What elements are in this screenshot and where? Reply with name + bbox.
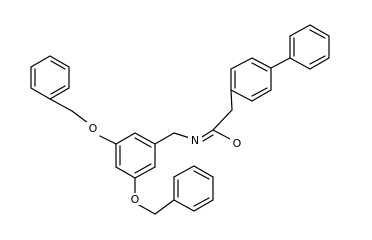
carbonyl-oxygen-bg [230, 137, 244, 149]
carbonyl-oxygen-label: O [233, 137, 242, 150]
benzyl-ring-bottom-right [173, 165, 214, 212]
amide-chain [154, 89, 233, 145]
biphenyl-outer-ring [270, 24, 330, 70]
benzyloxy-linker-lower [134, 177, 175, 215]
ether-oxygen-lower-label: O [131, 193, 140, 206]
amide-nitrogen-label: N [191, 134, 199, 147]
central-ring [115, 132, 156, 179]
ether-oxygen-upper-bg [86, 122, 100, 134]
ether-oxygen-lower-bg [128, 193, 142, 205]
benzyl-ring-top-left [30, 55, 70, 100]
amide-nitrogen-bg [188, 134, 202, 146]
benzyloxy-linker-upper [49, 98, 117, 145]
molecule-diagram: N O O O [30, 24, 330, 215]
ether-oxygen-upper-label: O [89, 122, 98, 135]
biphenyl-inner-ring [230, 57, 272, 102]
